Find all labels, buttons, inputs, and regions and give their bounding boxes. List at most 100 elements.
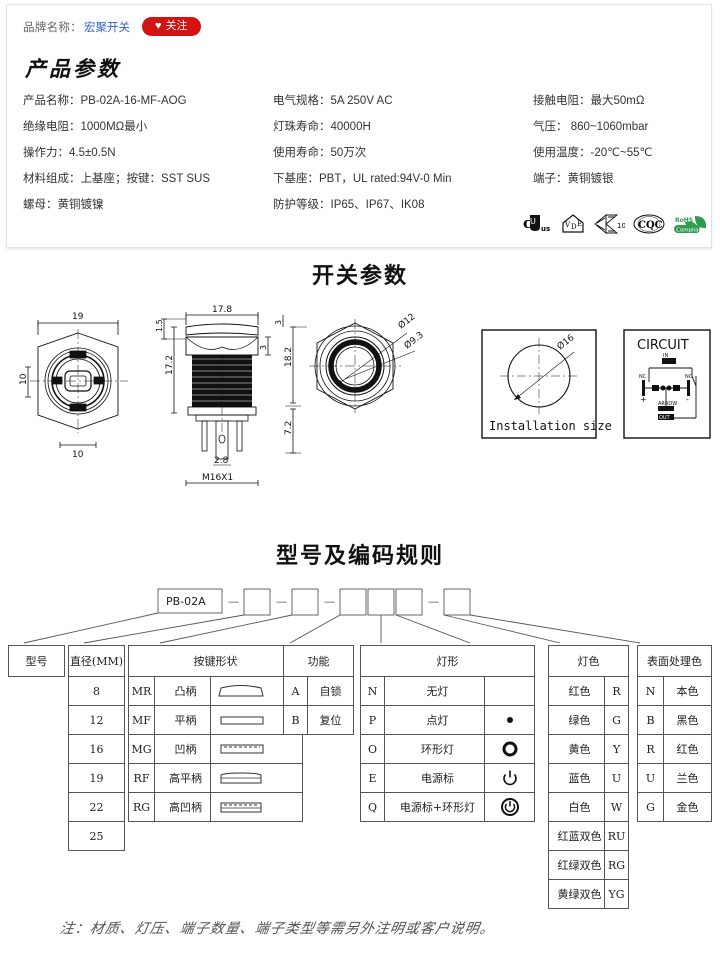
function-code: B <box>283 705 308 735</box>
spec-cell: 绝缘电阻：1000MΩ最小 <box>23 121 148 133</box>
table-header-lamp-color: 灯色 <box>548 645 629 677</box>
cqc-certification-icon: CQC <box>632 211 666 237</box>
code-box-lampshape <box>367 588 395 616</box>
brand-name-link[interactable]: 宏聚开关 <box>84 21 130 34</box>
table-header-surface: 表面处理色 <box>637 645 712 677</box>
lamp-color-name: 绿色 <box>548 705 605 735</box>
spec-cell: 螺母：黄铜镀镍 <box>23 199 104 211</box>
dim-dia-outer: Ø12 <box>396 311 417 331</box>
lamp-color-code: RU <box>604 821 629 851</box>
svg-text:U: U <box>530 217 536 226</box>
table-header-function: 功能 <box>283 645 354 677</box>
lamp-code: P <box>360 705 385 735</box>
spec-row: 产品名称：PB-02A-16-MF-AOG 电气规格：5A 250V AC 接触… <box>23 95 703 121</box>
technical-drawings: 19 10 10 1.5 1 <box>0 300 720 525</box>
ul-certification-icon: c U us <box>523 211 553 237</box>
surface-code: R <box>637 734 664 764</box>
lamp-color-code: W <box>604 792 629 822</box>
code-box-function <box>339 588 367 616</box>
lamp-name: 电源标 <box>384 763 485 793</box>
lamp-icon-none <box>484 676 535 706</box>
code-dash: — <box>276 595 287 608</box>
spec-cell: 灯珠寿命：40000H <box>273 121 371 133</box>
shape-name: 凹柄 <box>154 734 211 764</box>
product-parameters-title: 产品参数 <box>25 56 121 81</box>
code-box-shape <box>291 588 319 616</box>
lamp-color-name: 红色 <box>548 676 605 706</box>
table-function: 功能 A 自锁 B 复位 <box>283 645 354 735</box>
svg-text:17.8: 17.8 <box>212 305 232 315</box>
spec-cell: 下基座：PBT，UL rated:94V-0 Min <box>273 173 452 185</box>
surface-code: G <box>637 792 664 822</box>
shape-icon-concave <box>210 734 303 764</box>
table-cell-diameter: 8 <box>68 676 125 706</box>
product-parameters-panel: 品牌名称： 宏聚开关 ♥ 关注 产品参数 产品名称：PB-02A-16-MF-A… <box>6 4 712 248</box>
svg-text:CQC: CQC <box>638 220 663 231</box>
code-box-lampcolor <box>395 588 423 616</box>
svg-text:us: us <box>541 225 550 233</box>
lamp-code: E <box>360 763 385 793</box>
svg-text:17.2: 17.2 <box>165 355 175 375</box>
function-name: 自锁 <box>307 676 354 706</box>
lamp-color-code: R <box>604 676 629 706</box>
lamp-code: N <box>360 676 385 706</box>
spec-cell: 产品名称：PB-02A-16-MF-AOG <box>23 95 187 107</box>
table-model: 型号 <box>8 645 65 677</box>
lamp-icon-ring <box>484 734 535 764</box>
svg-text:3: 3 <box>259 345 268 350</box>
lamp-name: 电源标+环形灯 <box>384 792 485 822</box>
model-code-diagram: PB-02A — — — — <box>0 585 720 645</box>
dim-front-bottom: 10 <box>72 450 84 460</box>
table-cell-diameter: 22 <box>68 792 125 822</box>
lamp-color-code: Y <box>604 734 629 764</box>
table-cell-diameter: 16 <box>68 734 125 764</box>
svg-text:1.5: 1.5 <box>155 319 164 332</box>
lamp-code: Q <box>360 792 385 822</box>
circuit-label-arrow: ARROW <box>658 401 677 407</box>
spec-cell: 操作力：4.5±0.5N <box>23 147 116 159</box>
spec-cell: 防护等级：IP65、IP67、IK08 <box>273 199 425 211</box>
table-header-diameter: 直径(MM) <box>68 645 125 677</box>
spec-cell: 使用温度：-20℃~55℃ <box>533 147 653 159</box>
svg-text:RoHS: RoHS <box>675 217 693 224</box>
surface-code: U <box>637 763 664 793</box>
svg-text:c: c <box>523 214 532 232</box>
code-prefix: PB-02A <box>166 595 206 608</box>
surface-name: 黑色 <box>663 705 712 735</box>
dim-dia-inner: Ø9.3 <box>402 330 426 352</box>
lamp-name: 环形灯 <box>384 734 485 764</box>
lamp-icon-power-ring <box>484 792 535 822</box>
svg-text:10: 10 <box>617 222 625 230</box>
surface-name: 兰色 <box>663 763 712 793</box>
lamp-name: 点灯 <box>384 705 485 735</box>
spec-row: 绝缘电阻：1000MΩ最小 灯珠寿命：40000H 气压： 860~1060mb… <box>23 121 703 147</box>
spec-cell: 使用寿命：50万次 <box>273 147 367 159</box>
spec-grid: 产品名称：PB-02A-16-MF-AOG 电气规格：5A 250V AC 接触… <box>23 95 703 225</box>
svg-text:18.2: 18.2 <box>284 347 294 367</box>
table-header-button-shape: 按键形状 <box>128 645 303 677</box>
function-name: 复位 <box>307 705 354 735</box>
lamp-color-code: YG <box>604 879 629 909</box>
code-box-surface <box>443 588 471 616</box>
shape-code: RG <box>128 792 155 822</box>
table-header-lamp-shape: 灯形 <box>360 645 535 677</box>
table-lamp-shape: 灯形 N 无灯 P 点灯 O 环形灯 E <box>360 645 535 822</box>
brand-row: 品牌名称： 宏聚开关 ♥ 关注 <box>23 17 201 36</box>
spec-cell: 材料组成：上基座；按键：SST SUS <box>23 173 210 185</box>
lamp-icon-power <box>484 763 535 793</box>
lamp-color-code: RG <box>604 850 629 880</box>
dim-front-width: 19 <box>72 312 84 322</box>
svg-text:2.8: 2.8 <box>214 456 229 466</box>
lamp-color-name: 红绿双色 <box>548 850 605 880</box>
table-cell-diameter: 25 <box>68 821 125 851</box>
table-cell-diameter: 12 <box>68 705 125 735</box>
function-code: A <box>283 676 308 706</box>
footer-note: 注：材质、灯压、端子数量、端子类型等需另外注明或客户说明。 <box>58 921 497 937</box>
follow-button[interactable]: ♥ 关注 <box>142 17 201 36</box>
svg-text:E: E <box>577 220 582 228</box>
lamp-color-code: U <box>604 763 629 793</box>
surface-code: N <box>637 676 664 706</box>
heart-icon: ♥ <box>155 20 162 32</box>
table-button-shape: 按键形状 MR 凸柄 MF 平柄 MG 凹柄 <box>128 645 303 822</box>
